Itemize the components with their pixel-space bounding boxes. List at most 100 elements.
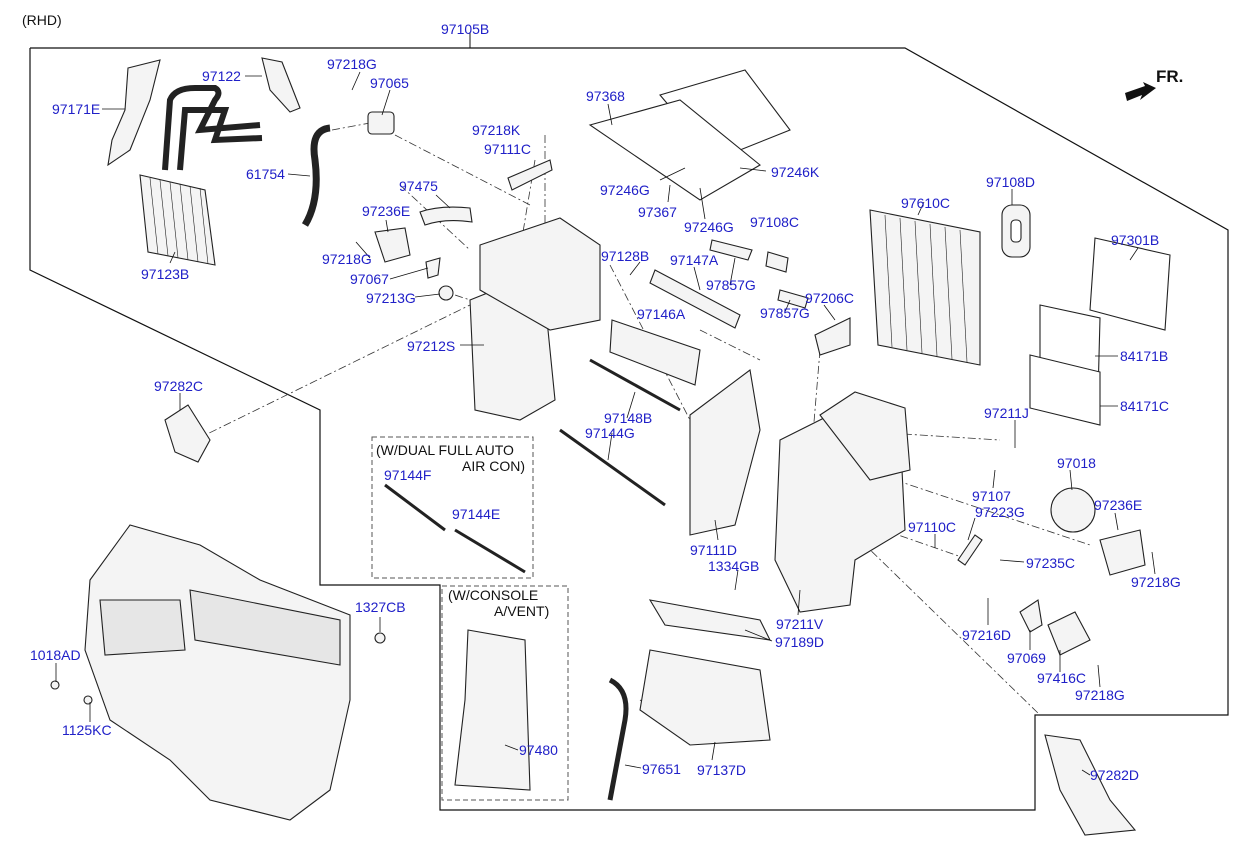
- part-label-97857g-2[interactable]: 97857G: [760, 305, 810, 321]
- part-label-97218g-2[interactable]: 97218G: [322, 251, 372, 267]
- part-label-97067[interactable]: 97067: [350, 271, 389, 287]
- rod-part: [454, 528, 526, 574]
- part-label-97282c[interactable]: 97282C: [154, 378, 204, 394]
- console-vent-box: [441, 585, 569, 801]
- part-label-97189d[interactable]: 97189D: [775, 634, 825, 650]
- actuator-part: [374, 227, 411, 263]
- bracket-part: [107, 59, 161, 167]
- part-label-1018ad[interactable]: 1018AD: [30, 647, 81, 663]
- part-label-97147a[interactable]: 97147A: [670, 252, 719, 268]
- part-label-97212s[interactable]: 97212S: [407, 338, 456, 354]
- lever-part: [1019, 599, 1043, 633]
- assembly-boundary: [29, 47, 1229, 811]
- part-label-97610c[interactable]: 97610C: [901, 195, 951, 211]
- part-label-97216d[interactable]: 97216D: [962, 627, 1012, 643]
- dual-auto-box: [371, 436, 534, 579]
- part-label-97018[interactable]: 97018: [1057, 455, 1096, 471]
- hose-part: [607, 677, 629, 801]
- leader-lines: [55, 71, 1156, 776]
- clip-part: [261, 57, 301, 113]
- part-label-97069[interactable]: 97069: [1007, 650, 1046, 666]
- part-label-97110c[interactable]: 97110C: [908, 519, 957, 535]
- heater-core: [139, 174, 216, 266]
- part-label-97416c[interactable]: 97416C: [1037, 670, 1087, 686]
- part-label-97235c[interactable]: 97235C: [1026, 555, 1076, 571]
- dual-auto-note-line1: (W/DUAL FULL AUTO: [376, 442, 514, 458]
- part-label-97236e-2[interactable]: 97236E: [1094, 497, 1143, 513]
- part-label-97236e[interactable]: 97236E: [362, 203, 411, 219]
- part-label-97218g-4[interactable]: 97218G: [1075, 687, 1125, 703]
- case-part: [639, 649, 771, 746]
- part-label-97128b[interactable]: 97128B: [601, 248, 650, 264]
- case-part: [479, 217, 601, 331]
- part-label-97108c[interactable]: 97108C: [750, 214, 800, 230]
- tray-part: [648, 599, 771, 641]
- part-label-97122[interactable]: 97122: [202, 68, 241, 84]
- part-label-97218g[interactable]: 97218G: [327, 56, 377, 72]
- part-label-97108d[interactable]: 97108D: [986, 174, 1036, 190]
- part-label-97218k[interactable]: 97218K: [472, 122, 521, 138]
- part-label-97123b[interactable]: 97123B: [141, 266, 190, 282]
- part-label-61754[interactable]: 61754: [246, 166, 285, 182]
- part-label-97857g[interactable]: 97857G: [706, 277, 756, 293]
- part-label-97137d[interactable]: 97137D: [697, 762, 747, 778]
- variant-label: (RHD): [22, 12, 62, 28]
- part-label-97146a[interactable]: 97146A: [637, 306, 686, 322]
- part-label-97475[interactable]: 97475: [399, 178, 438, 194]
- part-label-97651[interactable]: 97651: [642, 761, 681, 777]
- pad-part: [1029, 354, 1101, 426]
- door-part: [649, 269, 741, 329]
- part-drawings: [50, 57, 1171, 836]
- front-arrow-icon: [1125, 82, 1156, 101]
- case-part: [819, 391, 911, 481]
- part-label-97111d[interactable]: 97111D: [690, 542, 737, 558]
- part-label-97282d[interactable]: 97282D: [1090, 767, 1140, 783]
- part-label-97211v[interactable]: 97211V: [776, 616, 824, 632]
- part-label-97171e[interactable]: 97171E: [52, 101, 101, 117]
- bracket-part: [507, 159, 553, 191]
- part-label-97368[interactable]: 97368: [586, 88, 625, 104]
- duct-part: [454, 629, 531, 791]
- part-label-97107[interactable]: 97107: [972, 488, 1011, 504]
- console-note-line2: A/VENT): [494, 603, 550, 619]
- rod-part: [589, 358, 681, 412]
- grille-part: [609, 319, 701, 386]
- part-label-97211j[interactable]: 97211J: [984, 405, 1029, 421]
- part-label-1334gb[interactable]: 1334GB: [708, 558, 760, 574]
- part-label-84171b[interactable]: 84171B: [1120, 348, 1169, 364]
- heater-pipe: [162, 85, 261, 171]
- part-label-1327cb[interactable]: 1327CB: [355, 599, 406, 615]
- assembly-number-label[interactable]: 97105B: [441, 21, 490, 37]
- part-label-97206c[interactable]: 97206C: [805, 290, 855, 306]
- part-label-97144f[interactable]: 97144F: [384, 467, 432, 483]
- part-label-97144e[interactable]: 97144E: [452, 506, 501, 522]
- clip-part: [438, 285, 454, 301]
- part-label-97148b[interactable]: 97148B: [604, 410, 653, 426]
- case-part: [689, 369, 761, 536]
- part-label-97246g[interactable]: 97246G: [600, 182, 650, 198]
- part-label-97144g[interactable]: 97144G: [585, 425, 635, 441]
- lever-part: [957, 534, 983, 566]
- part-label-97480[interactable]: 97480: [519, 742, 558, 758]
- hvac-assembly-drawing: [84, 524, 351, 821]
- part-label-97246k[interactable]: 97246K: [771, 164, 820, 180]
- duct-part: [164, 404, 211, 463]
- part-label-84171c[interactable]: 84171C: [1120, 398, 1170, 414]
- part-label-97246g-2[interactable]: 97246G: [684, 219, 734, 235]
- part-label-97111c[interactable]: 97111C: [484, 141, 531, 157]
- duct-part: [419, 206, 473, 226]
- console-note-line1: (W/CONSOLE: [448, 587, 539, 603]
- part-label-97367[interactable]: 97367: [638, 204, 677, 220]
- part-label-97223g[interactable]: 97223G: [975, 504, 1025, 520]
- pad-part: [1089, 237, 1171, 331]
- rod-part: [384, 483, 446, 532]
- part-label-97213g[interactable]: 97213G: [366, 290, 416, 306]
- part-label-97301b[interactable]: 97301B: [1111, 232, 1160, 248]
- part-label-1125kc[interactable]: 1125KC: [62, 722, 112, 738]
- hose-part: [301, 124, 331, 227]
- part-label-97218g-3[interactable]: 97218G: [1131, 574, 1181, 590]
- motor-part: [1050, 487, 1096, 533]
- part-label-97065[interactable]: 97065: [370, 75, 409, 91]
- duct-part: [1044, 734, 1137, 836]
